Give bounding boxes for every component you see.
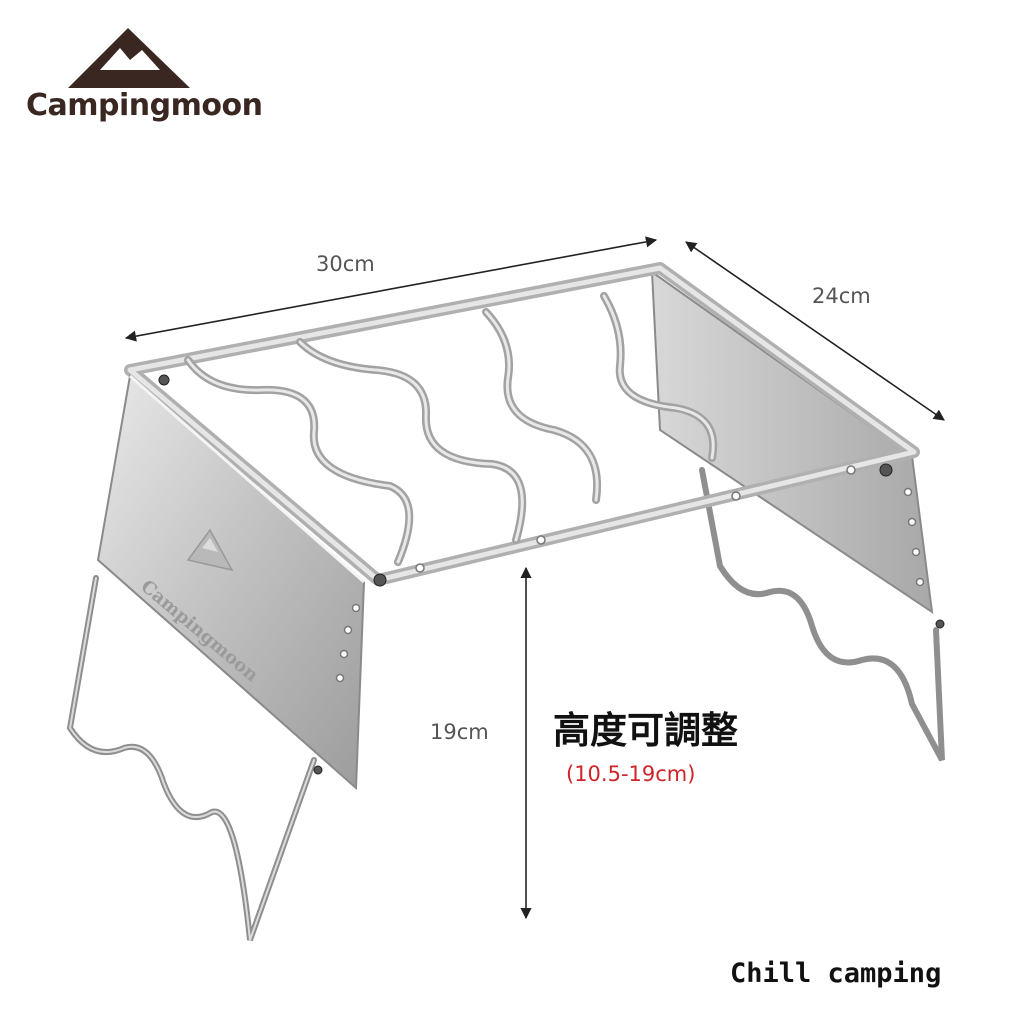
width-dimension-label: 30cm — [316, 252, 375, 276]
depth-dimension-arrow — [685, 241, 945, 421]
height-range-text: (10.5-19cm) — [566, 762, 696, 786]
panel-mountain-icon — [186, 528, 234, 572]
brand-wordmark: Campingmoon — [26, 88, 263, 123]
depth-dimension-label: 24cm — [812, 284, 871, 308]
footer-caption: Chill camping — [730, 958, 942, 989]
back-wire-legs — [699, 467, 945, 762]
panel-holes — [335, 487, 925, 683]
mountain-logo-icon — [68, 28, 190, 88]
rivets — [158, 374, 945, 775]
width-dimension-arrow — [124, 236, 658, 342]
top-frame — [124, 262, 920, 586]
frame-holes — [415, 465, 856, 573]
left-front-panel — [96, 374, 366, 791]
height-adjustable-title: 高度可調整 — [553, 709, 738, 752]
height-dimension-label: 19cm — [430, 720, 489, 744]
